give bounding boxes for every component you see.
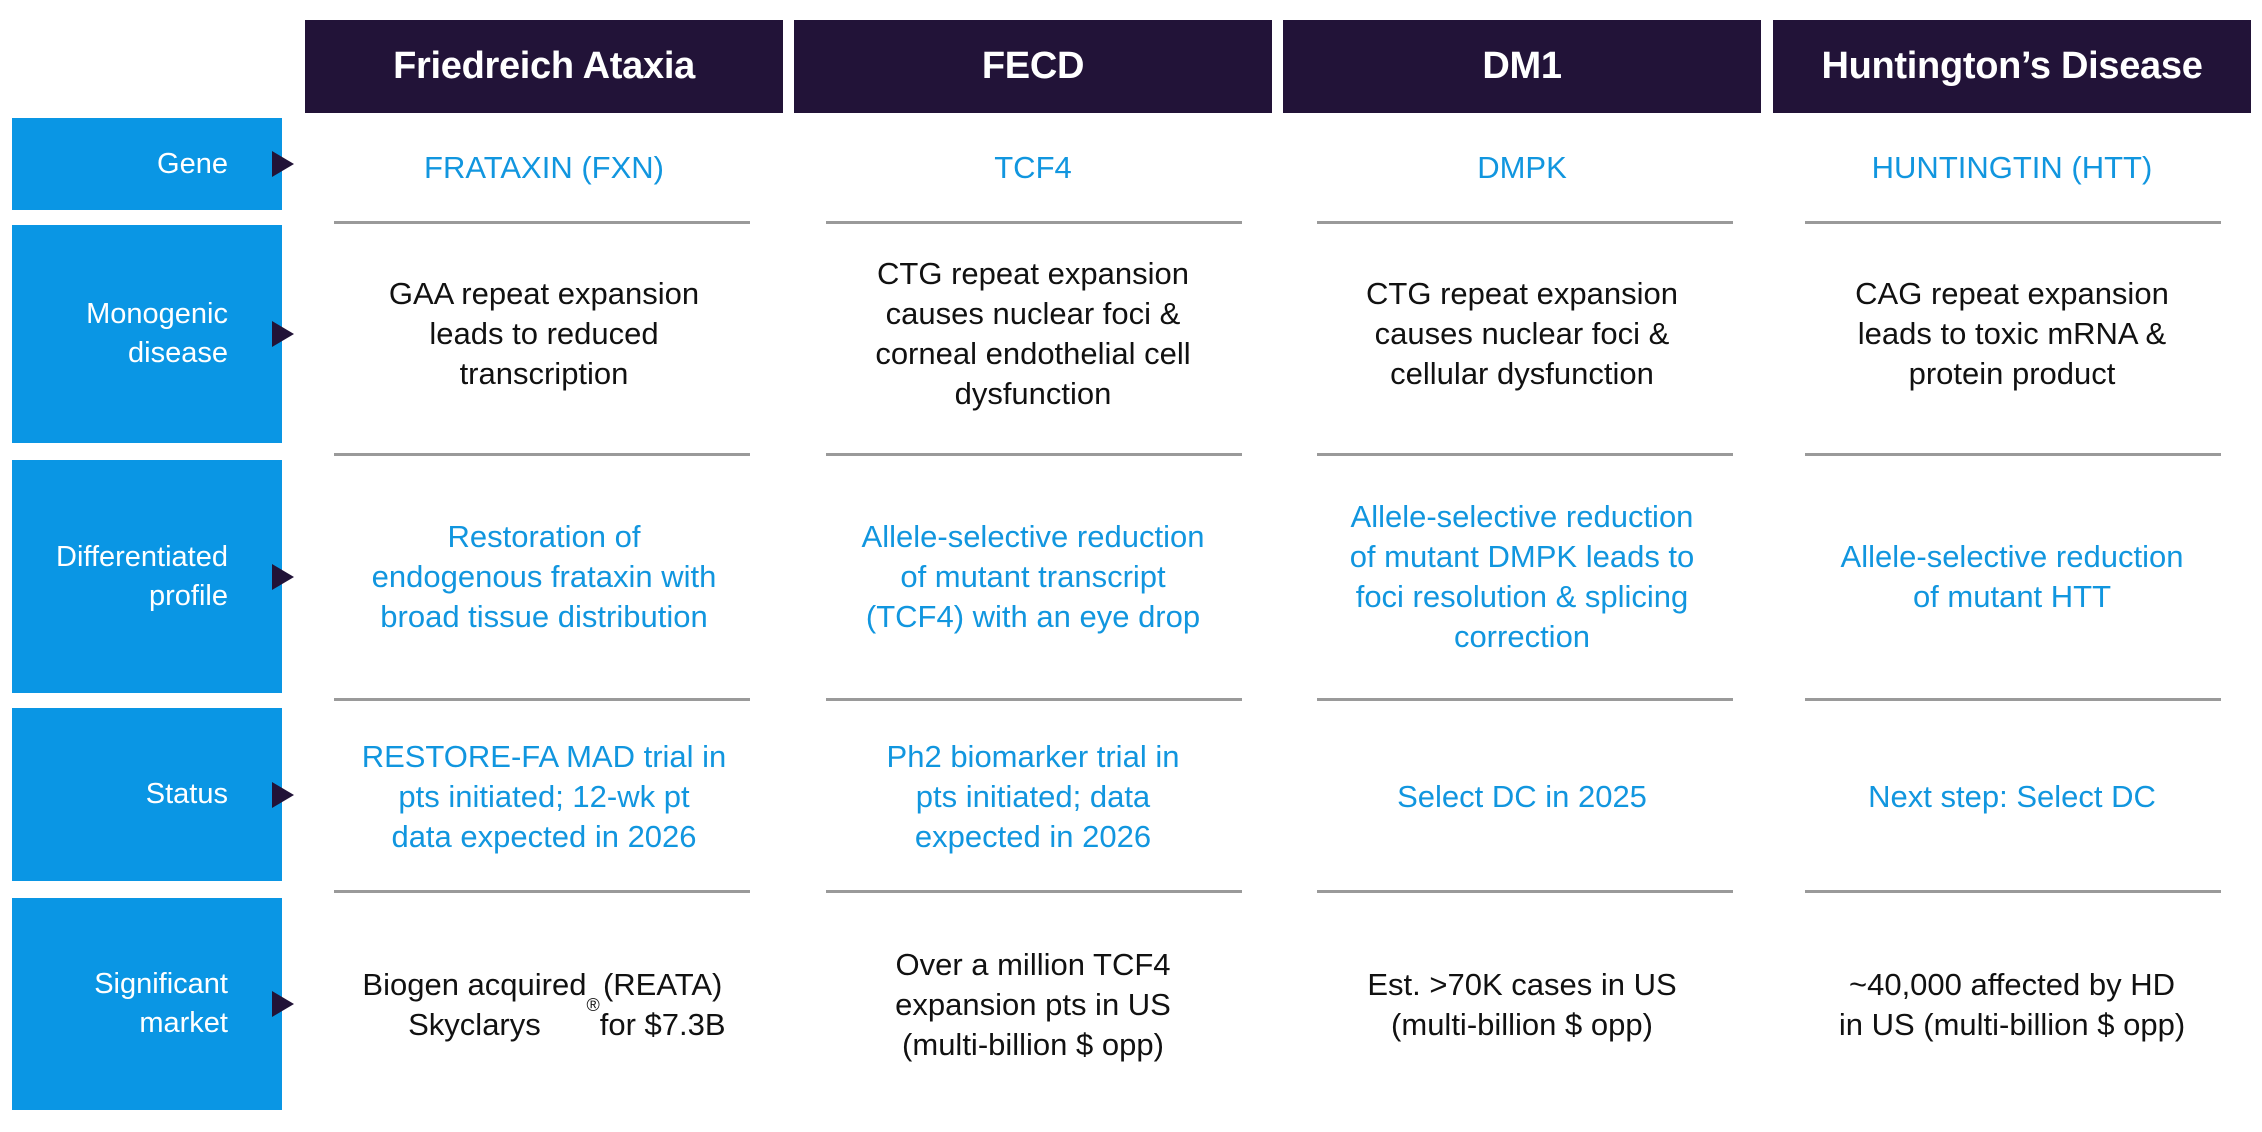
row-label-differentiated-profile: Differentiated profile <box>12 460 294 693</box>
monogenic-disease-cell-dm1: CTG repeat expansion causes nuclear foci… <box>1366 276 1678 391</box>
row-label-text: Monogenic disease <box>86 298 228 369</box>
row-label-text: Status <box>145 778 228 810</box>
row-divider <box>1805 453 2221 456</box>
row-divider <box>1317 453 1733 456</box>
column-header-fecd: FECD <box>794 20 1272 113</box>
row-label-significant-market: Significant market <box>12 898 294 1110</box>
arrow-right-icon <box>272 991 294 1017</box>
row-divider <box>334 453 750 456</box>
differentiated-profile-cell-friedreich-ataxia: Restoration of endogenous frataxin with … <box>371 518 717 634</box>
row-label-gene: Gene <box>12 118 294 210</box>
status-cell-dm1: Select DC in 2025 <box>1397 779 1647 814</box>
row-divider <box>334 221 750 224</box>
differentiated-profile-cell-fecd: Allele-selective reduction of mutant tra… <box>861 518 1205 634</box>
row-divider <box>1805 221 2221 224</box>
column-header-dm1: DM1 <box>1283 20 1761 113</box>
row-label-text: Significant market <box>94 968 228 1039</box>
column-header-friedreich-ataxia: Friedreich Ataxia <box>305 20 783 113</box>
row-divider <box>826 698 1242 701</box>
column-header-huntingtons-disease: Huntington’s Disease <box>1773 20 2251 113</box>
row-divider <box>1805 698 2221 701</box>
gene-cell-huntingtons-disease: HUNTINGTIN (HTT) <box>1871 150 2153 185</box>
status-cell-huntingtons-disease: Next step: Select DC <box>1868 779 2156 814</box>
gene-cell-dm1: DMPK <box>1477 150 1567 185</box>
differentiated-profile-cell-dm1: Allele-selective reduction of mutant DMP… <box>1349 498 1695 654</box>
row-divider <box>1317 698 1733 701</box>
significant-market-cell-huntingtons-disease: ~40,000 affected by HD in US (multi-bill… <box>1838 967 2186 1042</box>
status-cell-friedreich-ataxia: RESTORE-FA MAD trial in pts initiated; 1… <box>361 739 727 854</box>
arrow-right-icon <box>272 321 294 347</box>
gene-cell-friedreich-ataxia: FRATAXIN (FXN) <box>424 150 664 185</box>
significant-market-cell-dm1: Est. >70K cases in US (multi-billion $ o… <box>1367 967 1677 1042</box>
significant-market-cell-friedreich-ataxia: Biogen acquired Skyclarys® (REATA) for $… <box>362 967 726 1042</box>
row-divider <box>826 890 1242 893</box>
gene-cell-fecd: TCF4 <box>994 150 1072 185</box>
arrow-right-icon <box>272 563 294 590</box>
row-label-text: Gene <box>157 147 228 180</box>
row-divider <box>1317 890 1733 893</box>
row-divider <box>826 453 1242 456</box>
status-cell-fecd: Ph2 biomarker trial in pts initiated; da… <box>886 739 1180 854</box>
row-label-monogenic-disease: Monogenic disease <box>12 225 294 443</box>
row-label-text: Differentiated profile <box>56 540 228 612</box>
monogenic-disease-cell-huntingtons-disease: CAG repeat expansion leads to toxic mRNA… <box>1855 276 2169 391</box>
row-divider <box>334 698 750 701</box>
monogenic-disease-cell-friedreich-ataxia: GAA repeat expansion leads to reduced tr… <box>388 276 700 391</box>
arrow-right-icon <box>272 781 294 808</box>
arrow-right-icon <box>272 151 294 177</box>
differentiated-profile-cell-huntingtons-disease: Allele-selective reduction of mutant HTT <box>1840 538 2184 614</box>
row-divider <box>334 890 750 893</box>
row-divider <box>826 221 1242 224</box>
significant-market-cell-fecd: Over a million TCF4 expansion pts in US … <box>895 947 1171 1062</box>
row-divider <box>1317 221 1733 224</box>
monogenic-disease-cell-fecd: CTG repeat expansion causes nuclear foci… <box>875 256 1191 411</box>
row-divider <box>1805 890 2221 893</box>
row-label-status: Status <box>12 708 294 881</box>
